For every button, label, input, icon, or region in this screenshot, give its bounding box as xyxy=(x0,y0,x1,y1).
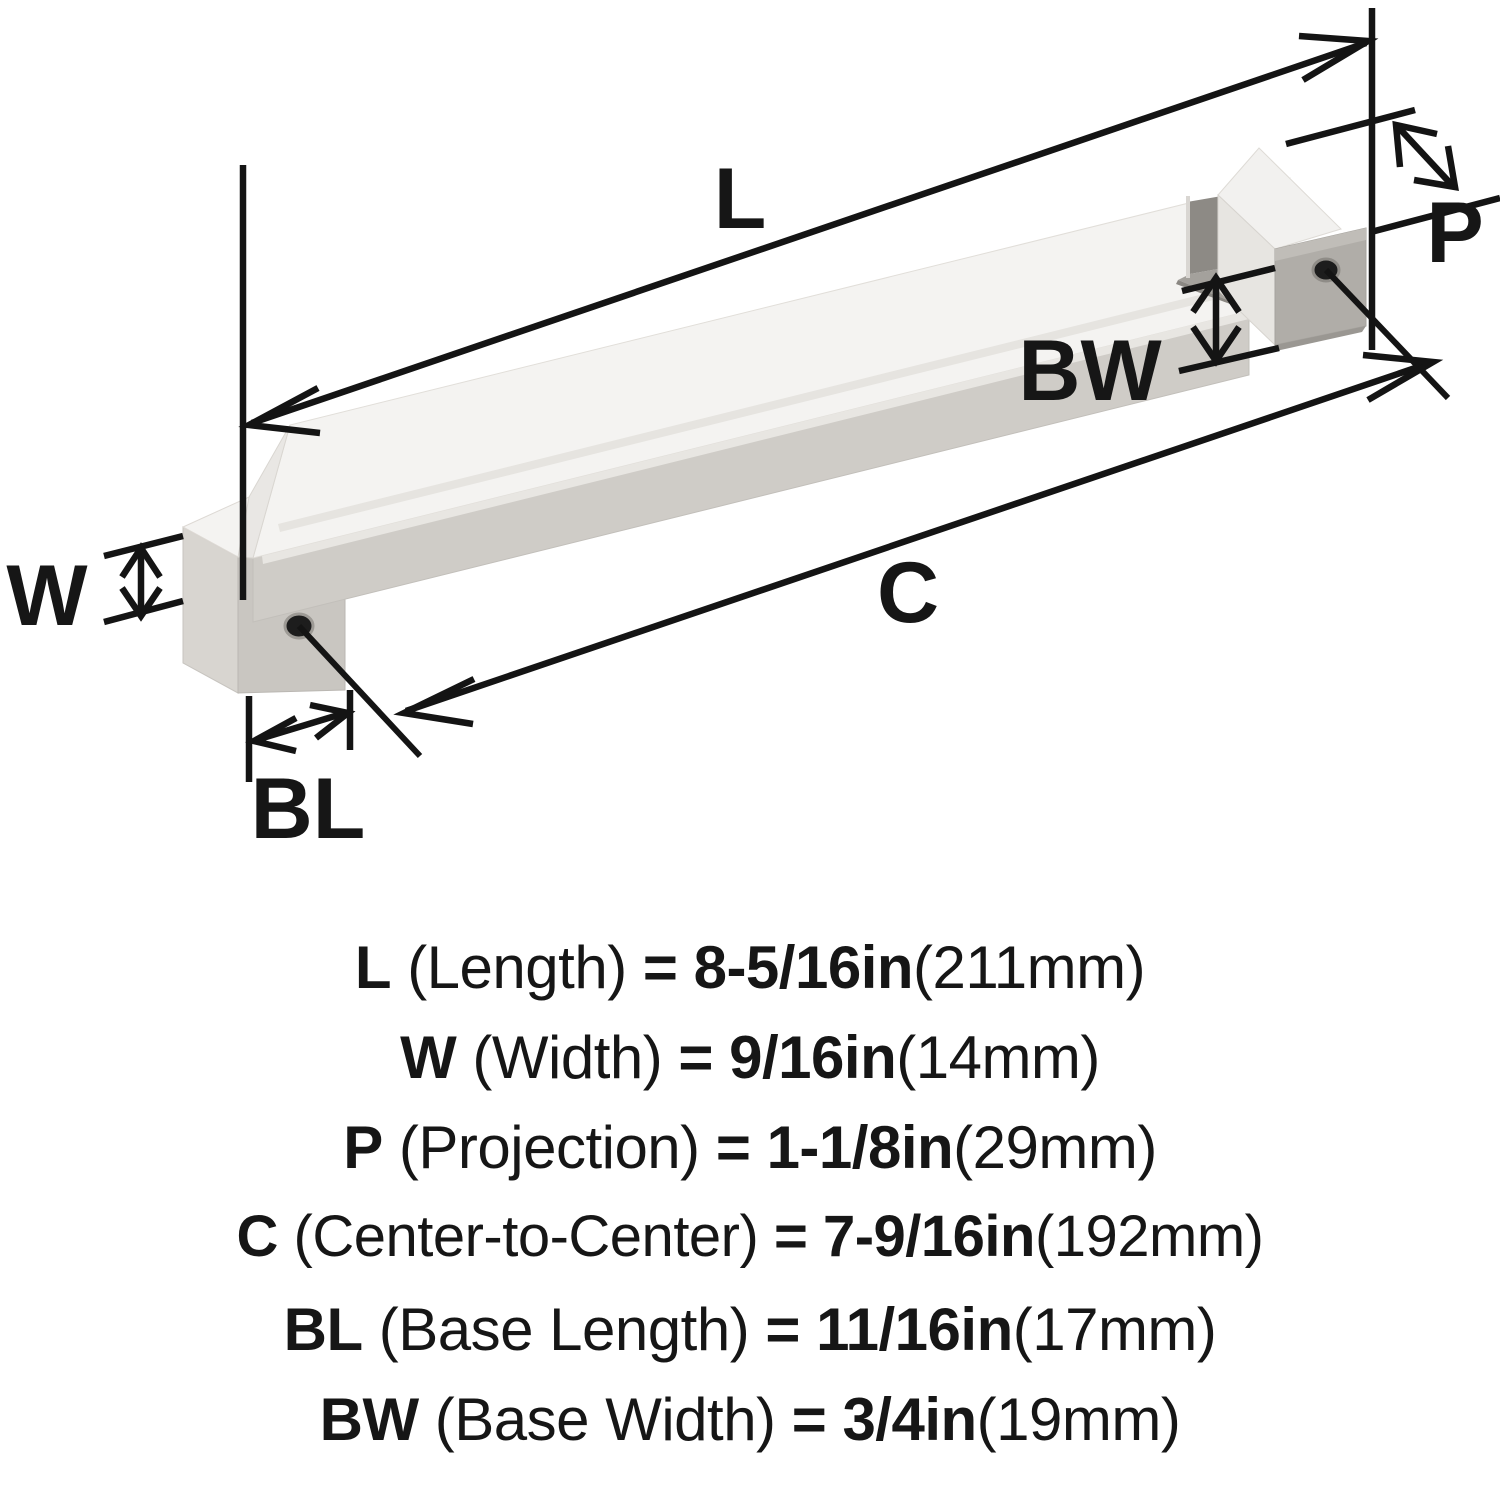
C-label: C xyxy=(877,545,939,641)
dimension-L: L xyxy=(238,8,1379,600)
spec-row-base-length: BL (Base Length) = 11/16in(17mm) xyxy=(0,1300,1500,1360)
BW-extension-upper xyxy=(1181,264,1276,295)
spec-code-P: P xyxy=(343,1114,383,1181)
spec-value-W: 9/16in xyxy=(729,1024,897,1091)
spec-value-C: 7-9/16in xyxy=(822,1204,1036,1269)
BW-extension-lower xyxy=(1178,344,1280,375)
bar-top-groove xyxy=(278,278,1270,532)
dimension-C: C xyxy=(296,267,1451,759)
spec-row-projection: P (Projection) = 1-1/8in(29mm) xyxy=(0,1118,1500,1178)
spec-row-center-to-center: C (Center-to-Center) = 7-9/16in(192mm) xyxy=(0,1208,1500,1266)
P-extension-upper xyxy=(1285,106,1416,148)
spec-code-W: W xyxy=(400,1024,457,1091)
spec-metric-P: (29mm) xyxy=(953,1114,1157,1181)
dimension-BL: BL xyxy=(245,690,366,857)
spec-code-BL: BL xyxy=(283,1296,363,1363)
dimension-BW: BW xyxy=(1018,264,1280,419)
spec-code-L: L xyxy=(354,934,392,1001)
C-dimension-line xyxy=(404,359,1432,715)
spec-metric-BL: (17mm) xyxy=(1012,1296,1217,1363)
spec-name-BW: (Base Width) xyxy=(434,1386,776,1453)
P-label: P xyxy=(1426,185,1483,281)
dimension-P: P xyxy=(1285,106,1500,281)
BL-arrowhead-left xyxy=(245,715,298,755)
P-dimension-line xyxy=(1396,125,1454,187)
BL-arrowhead-right xyxy=(309,701,356,741)
product-drawing: L P xyxy=(6,8,1500,857)
spec-metric-C: (192mm) xyxy=(1034,1204,1264,1269)
spec-eq-L: = xyxy=(642,934,678,1001)
bar-channel-corner-edge xyxy=(1186,196,1190,278)
BW-label: BW xyxy=(1018,323,1162,419)
spec-value-BL: 11/16in xyxy=(816,1296,1013,1363)
spec-value-L: 8-5/16in xyxy=(693,934,914,1001)
spec-name-C: (Center-to-Center) xyxy=(293,1204,759,1269)
P-arrowhead-upper xyxy=(1392,120,1438,168)
spec-eq-C: = xyxy=(773,1204,808,1269)
spec-row-base-width: BW (Base Width) = 3/4in(19mm) xyxy=(0,1390,1500,1450)
spec-metric-W: (14mm) xyxy=(896,1024,1100,1091)
spec-eq-BL: = xyxy=(765,1296,800,1363)
handle-geometry xyxy=(181,147,1367,694)
spec-row-width: W (Width) = 9/16in(14mm) xyxy=(0,1028,1500,1088)
spec-eq-BW: = xyxy=(791,1386,827,1453)
W-arrowhead-up xyxy=(119,542,163,579)
dimension-W: W xyxy=(6,532,184,644)
C-leader-left-hole xyxy=(296,623,423,759)
spec-eq-P: = xyxy=(715,1114,751,1181)
spec-name-W: (Width) xyxy=(472,1024,663,1091)
spec-code-BW: BW xyxy=(319,1386,419,1453)
W-arrowhead-down xyxy=(119,586,163,622)
C-arrowhead-left xyxy=(393,676,476,728)
L-arrowhead-right xyxy=(1298,32,1379,83)
BL-dimension-line xyxy=(255,709,346,744)
right-post-face-highlight xyxy=(1275,228,1366,261)
W-label: W xyxy=(6,548,88,644)
right-post-bottom xyxy=(1275,326,1366,351)
spec-code-C: C xyxy=(236,1204,279,1269)
spec-metric-BW: (19mm) xyxy=(976,1386,1181,1453)
BW-arrowhead-up xyxy=(1190,272,1242,314)
spec-name-P: (Projection) xyxy=(398,1114,700,1181)
spec-value-P: 1-1/8in xyxy=(766,1114,954,1181)
right-mount-hole-rim xyxy=(1311,257,1341,283)
P-arrowhead-lower xyxy=(1413,145,1459,191)
spec-metric-L: (211mm) xyxy=(913,934,1146,1001)
C-arrowhead-right xyxy=(1362,351,1444,403)
L-label: L xyxy=(714,151,767,247)
spec-name-BL: (Base Length) xyxy=(378,1296,750,1363)
BW-arrowhead-down xyxy=(1190,325,1242,367)
bar-top-edge-highlight xyxy=(262,310,1253,564)
BL-label: BL xyxy=(251,761,366,857)
spec-name-L: (Length) xyxy=(407,934,627,1001)
C-leader-right-hole xyxy=(1323,267,1451,401)
spec-value-BW: 3/4in xyxy=(842,1386,977,1453)
P-extension-lower xyxy=(1370,194,1500,236)
left-mount-hole-rim xyxy=(283,612,315,640)
specification-list: L (Length) = 8-5/16in(211mm) W (Width) =… xyxy=(0,900,1500,1488)
handle-isometric-svg: L P xyxy=(6,8,1500,857)
L-arrowhead-left xyxy=(238,385,321,437)
spec-row-length: L (Length) = 8-5/16in(211mm) xyxy=(0,938,1500,998)
L-dimension-line xyxy=(250,39,1368,427)
spec-eq-W: = xyxy=(678,1024,713,1091)
